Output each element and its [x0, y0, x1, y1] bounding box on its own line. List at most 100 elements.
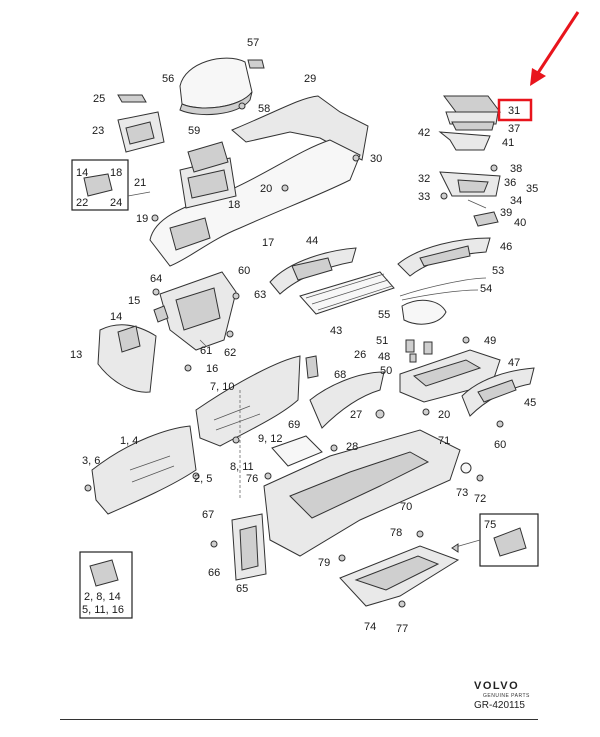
label-35: 35 — [526, 183, 538, 195]
bracket-65 — [231, 513, 267, 581]
label-59: 59 — [188, 125, 200, 137]
label-61: 61 — [200, 345, 212, 357]
screw-27 — [375, 409, 385, 419]
screw-20a — [281, 184, 289, 192]
cable-53-54 — [399, 277, 487, 301]
screw-20b — [422, 408, 430, 416]
label-28: 28 — [346, 441, 358, 453]
console-frame-17 — [149, 139, 361, 267]
label-46: 46 — [500, 241, 512, 253]
label-15: 15 — [128, 295, 140, 307]
label-65: 65 — [236, 583, 248, 595]
label-41: 41 — [502, 137, 514, 149]
label-76: 76 — [246, 473, 258, 485]
label-72: 72 — [474, 493, 486, 505]
label-70: 70 — [400, 501, 412, 513]
lid-hinge-part — [247, 59, 265, 69]
label-3-6: 3, 6 — [82, 455, 100, 467]
label-53: 53 — [492, 265, 504, 277]
label-74: 74 — [364, 621, 376, 633]
label-37: 37 — [508, 123, 520, 135]
label-34: 34 — [510, 195, 522, 207]
inset-label-line1: 2, 8, 14 — [84, 591, 121, 603]
screw-19 — [151, 214, 159, 222]
trim-panel-45 — [461, 367, 535, 417]
label-13: 13 — [70, 349, 82, 361]
console-frame-70 — [263, 429, 461, 557]
label-69: 69 — [288, 419, 300, 431]
label-39: 39 — [500, 207, 512, 219]
trim-piece-14b — [117, 325, 141, 353]
clip-40 — [473, 211, 499, 227]
label-66: 66 — [208, 567, 220, 579]
label-40: 40 — [514, 217, 526, 229]
clip-68 — [305, 355, 319, 379]
label-17: 17 — [262, 237, 274, 249]
screw-16 — [184, 364, 192, 372]
label-60b: 60 — [494, 439, 506, 451]
label-45: 45 — [524, 397, 536, 409]
label-63: 63 — [254, 289, 266, 301]
label-20b: 20 — [438, 409, 450, 421]
inset-label-line2: 5, 11, 16 — [82, 604, 124, 616]
label-42: 42 — [418, 127, 430, 139]
washer-73 — [460, 462, 472, 474]
screw-2-5 — [192, 472, 200, 480]
label-73: 73 — [456, 487, 468, 499]
latch-assembly-32-36 — [439, 171, 501, 197]
label-55: 55 — [378, 309, 390, 321]
screw-62 — [226, 330, 234, 338]
label-22: 22 — [76, 197, 88, 209]
screw-64 — [152, 288, 160, 296]
label-62: 62 — [224, 347, 236, 359]
pin-33 — [440, 192, 448, 200]
screw-49 — [462, 336, 470, 344]
inset-box-bottom-left — [79, 551, 133, 619]
bottom-tray-74 — [339, 545, 460, 607]
inset-box-14-24 — [71, 159, 151, 211]
label-1-4: 1, 4 — [120, 435, 138, 447]
switch-bracket-59 — [187, 141, 229, 173]
label-2-5: 2, 5 — [194, 473, 212, 485]
label-47: 47 — [508, 357, 520, 369]
label-25: 25 — [93, 93, 105, 105]
label-77: 77 — [396, 623, 408, 635]
label-27: 27 — [350, 409, 362, 421]
reference-number: GR-420115 — [474, 700, 525, 711]
pin-38 — [490, 164, 498, 172]
mat-55 — [401, 299, 447, 325]
side-panel-13 — [97, 324, 157, 393]
label-57: 57 — [247, 37, 259, 49]
red-arrow-icon — [530, 11, 580, 86]
screw-66 — [210, 540, 218, 548]
clip-15 — [153, 305, 169, 323]
label-48: 48 — [378, 351, 390, 363]
label-21: 21 — [134, 177, 146, 189]
screw-78 — [416, 530, 424, 538]
label-58: 58 — [258, 103, 270, 115]
label-79: 79 — [318, 557, 330, 569]
label-36: 36 — [504, 177, 516, 189]
label-16: 16 — [206, 363, 218, 375]
screw-76 — [264, 472, 272, 480]
label-7-10: 7, 10 — [210, 381, 234, 393]
label-20a: 20 — [260, 183, 272, 195]
label-23: 23 — [92, 125, 104, 137]
label-38: 38 — [510, 163, 522, 175]
switch-parts-48-51 — [405, 339, 433, 363]
label-9-12: 9, 12 — [258, 433, 282, 445]
label-50: 50 — [380, 365, 392, 377]
label-64: 64 — [150, 273, 162, 285]
bracket-42-41 — [438, 131, 491, 151]
screw-58 — [238, 102, 246, 110]
leader-61 — [199, 339, 207, 347]
label-78: 78 — [390, 527, 402, 539]
screw-72 — [476, 474, 484, 482]
small-cover-plate — [117, 94, 147, 103]
genuine-parts-text: GENUINE PARTS — [483, 693, 530, 699]
armrest-cover-31 — [443, 95, 501, 125]
label-71: 71 — [438, 435, 450, 447]
label-44: 44 — [306, 235, 318, 247]
label-56: 56 — [162, 73, 174, 85]
